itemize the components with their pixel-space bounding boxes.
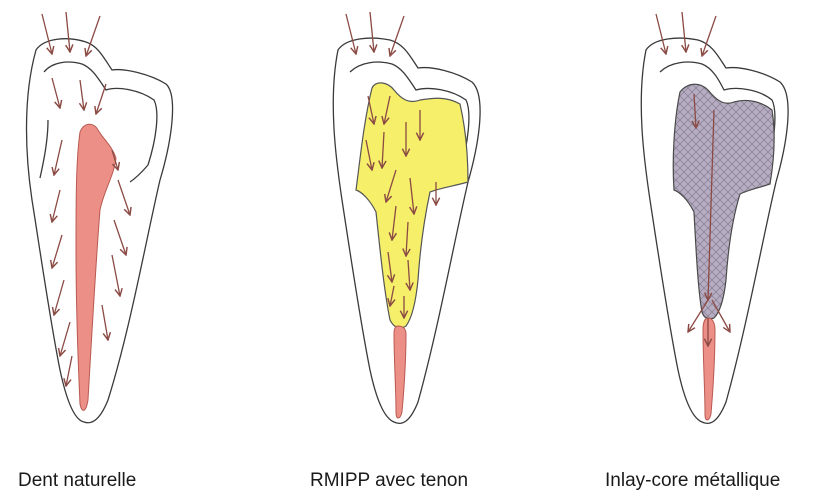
tooth-inlay-canal [703,318,715,420]
caption-inlay-core: Inlay-core métallique [605,470,780,492]
tooth-natural [27,12,173,423]
tooth-inlay-metal-core [673,84,774,319]
tooth-rmipp-canal [394,326,406,418]
caption-rmipp: RMIPP avec tenon [310,470,468,492]
tooth-natural-pulp [76,124,116,410]
caption-natural-tooth: Dent naturelle [18,470,136,492]
tooth-natural-outline [27,39,173,423]
tooth-inlay [641,12,788,423]
tooth-rmipp [333,12,480,423]
